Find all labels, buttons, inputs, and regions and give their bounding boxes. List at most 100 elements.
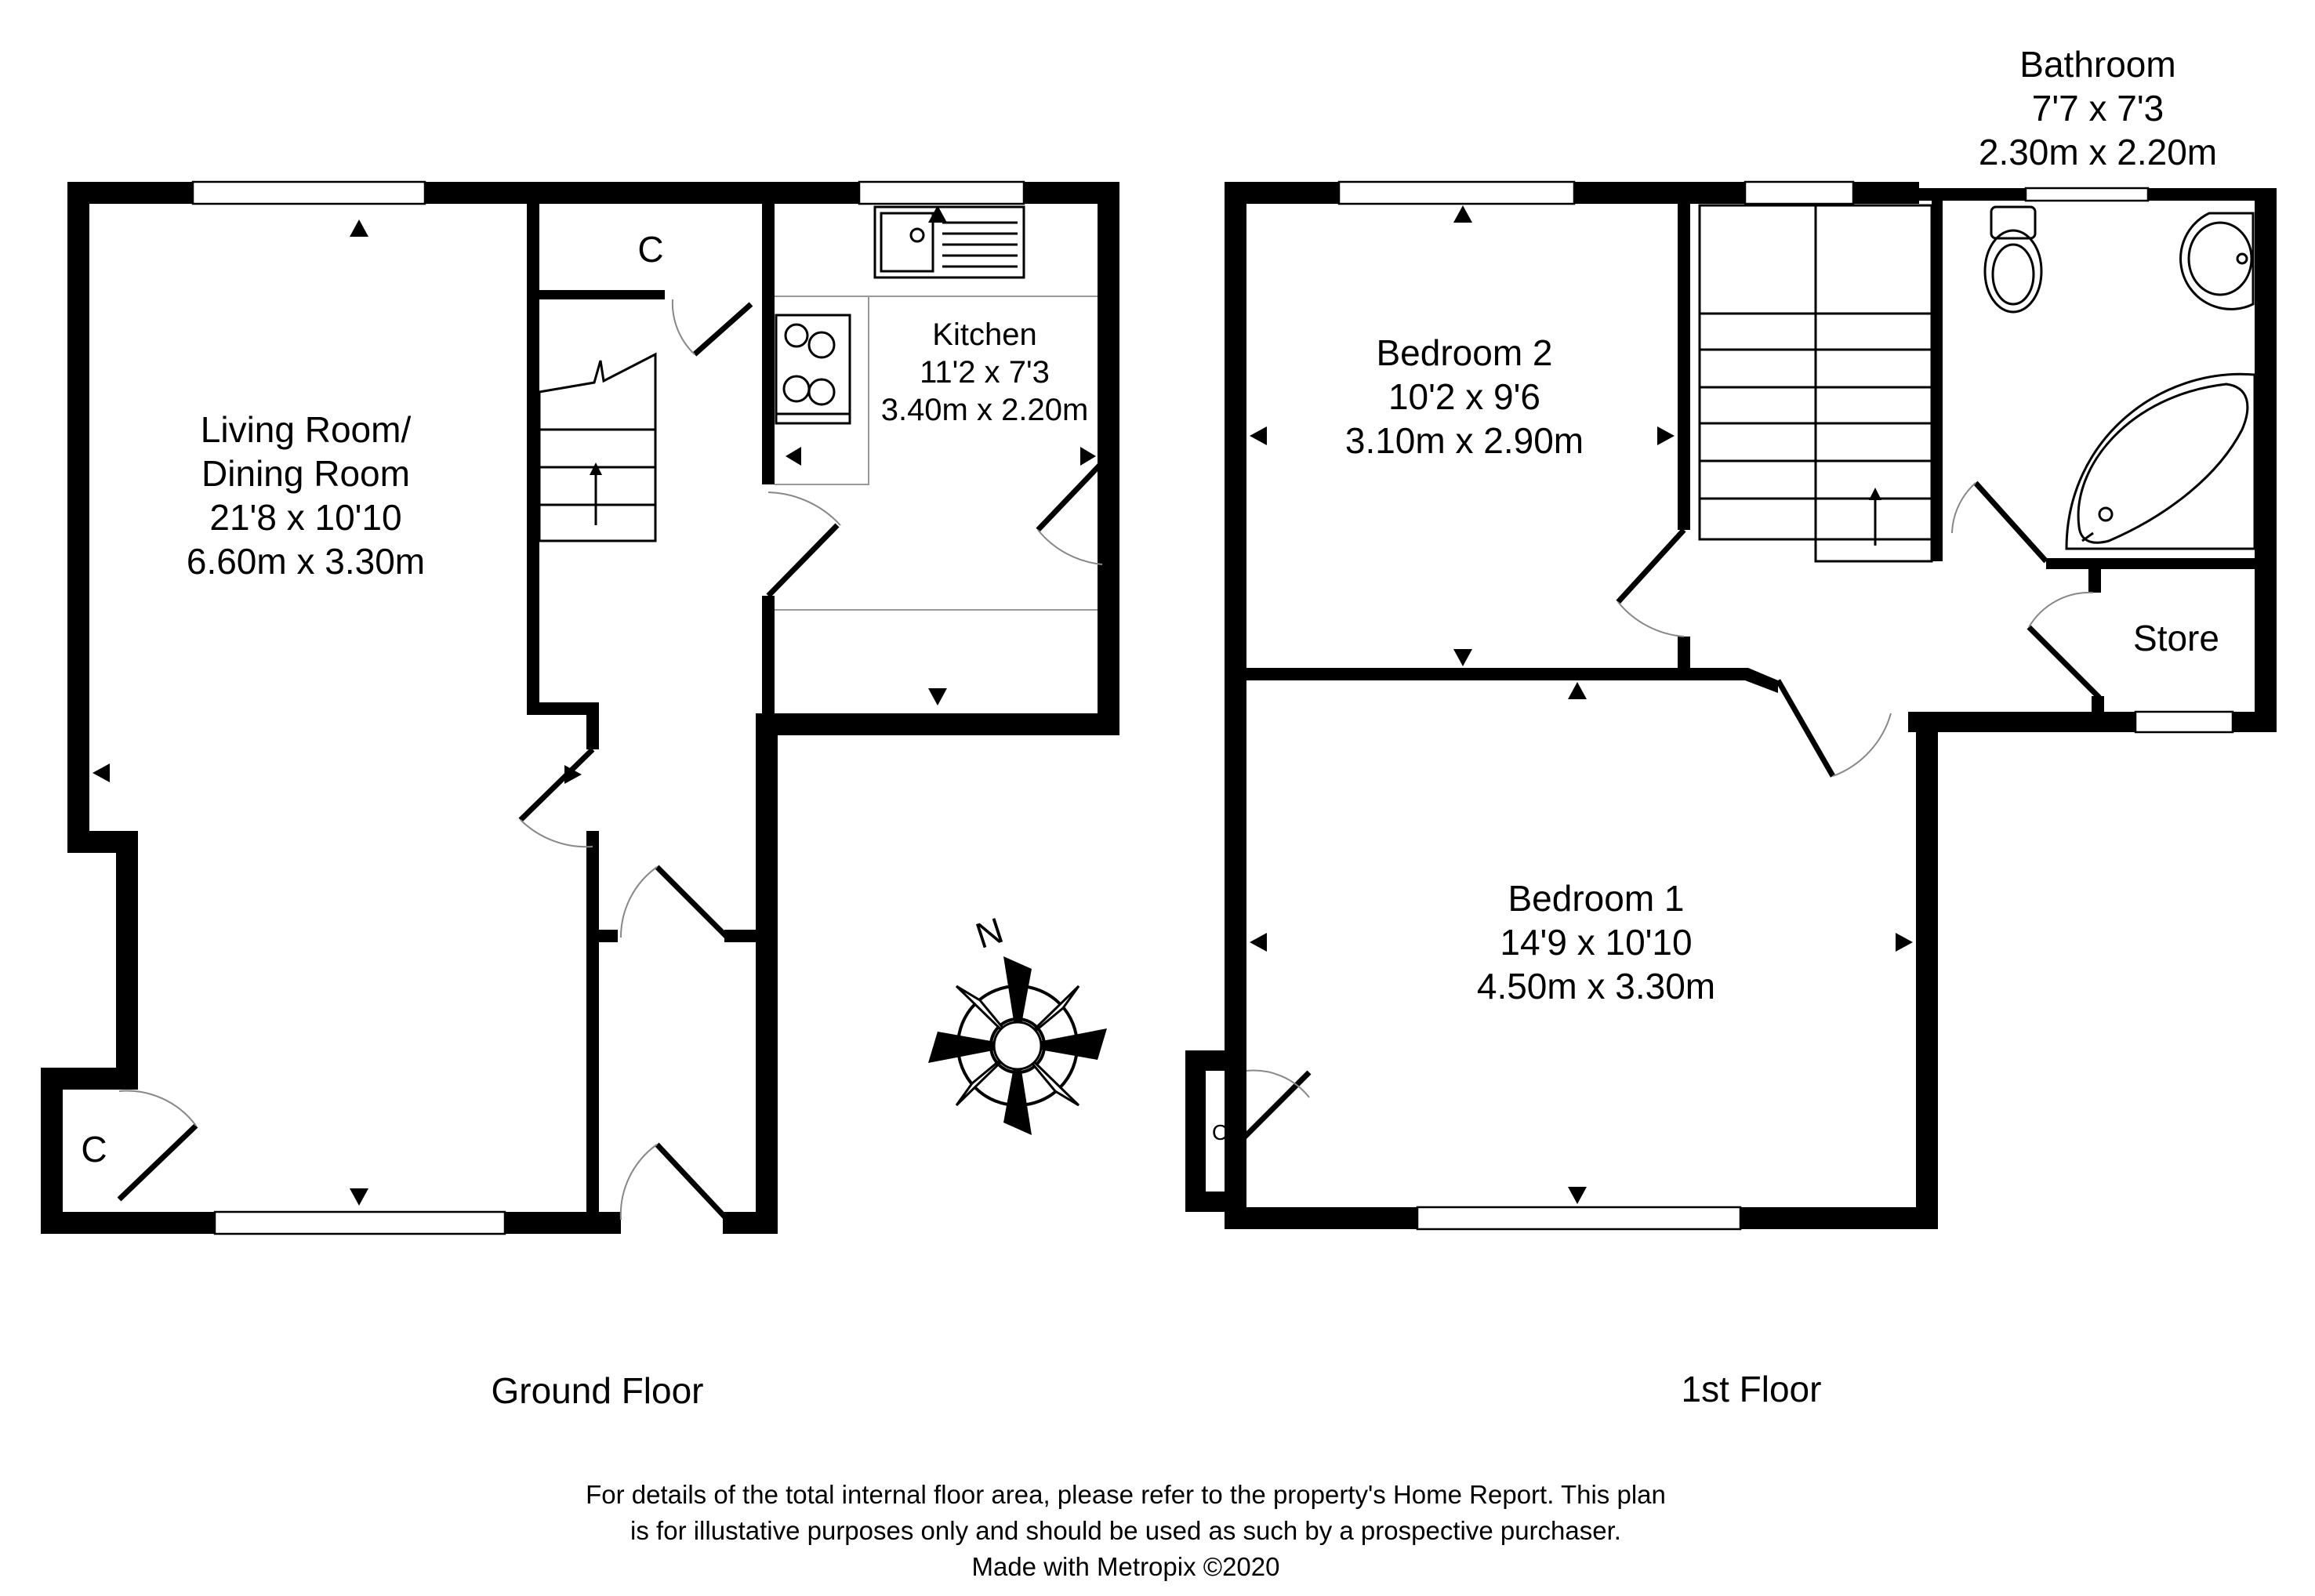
- staircase-icon: [538, 352, 657, 542]
- bedroom1-imperial: 14'9 x 10'10: [1500, 922, 1692, 963]
- wall: [41, 1068, 63, 1232]
- arrow-right-icon: [564, 765, 582, 784]
- arrow-right-icon: [1896, 933, 1913, 952]
- living-room-metric: 6.60m x 3.30m: [187, 541, 425, 582]
- bedroom1-name: Bedroom 1: [1508, 878, 1684, 919]
- footer-line-3: Made with Metropix ©2020: [971, 1552, 1279, 1581]
- first-floor-caption: 1st Floor: [1682, 1369, 1822, 1409]
- wall: [1678, 637, 1690, 676]
- wall: [1246, 668, 1748, 680]
- bedroom1-metric: 4.50m x 3.30m: [1477, 966, 1715, 1007]
- door-icon: [2027, 591, 2102, 700]
- arrow-down-icon: [928, 688, 947, 706]
- window: [191, 180, 426, 205]
- window: [1416, 1206, 1742, 1231]
- door-icon: [1036, 460, 1105, 565]
- compass-icon: N: [928, 909, 1107, 1135]
- bedroom2-imperial: 10'2 x 9'6: [1388, 376, 1540, 417]
- bathroom-imperial: 7'7 x 7'3: [2032, 88, 2164, 129]
- window: [858, 180, 1025, 205]
- sink-icon: [873, 205, 1025, 279]
- cupboard-label: C: [1212, 1120, 1228, 1144]
- basin-icon: [2179, 212, 2255, 310]
- arrow-down-icon: [1453, 649, 1472, 666]
- first-floor-plan: Bedroom 2 10'2 x 9'6 3.10m x 2.90m Bedro…: [1185, 44, 2277, 1409]
- wall: [1916, 712, 1938, 1226]
- window: [213, 1210, 506, 1235]
- wall: [586, 702, 599, 749]
- door-icon: [518, 747, 595, 848]
- kitchen-imperial: 11'2 x 7'3: [920, 355, 1050, 390]
- arrow-left-icon: [786, 447, 801, 466]
- living-room-imperial: 21'8 x 10'10: [209, 497, 401, 538]
- bedroom2-name: Bedroom 2: [1376, 332, 1552, 373]
- wall: [1745, 668, 1778, 693]
- living-room-name-2: Dining Room: [201, 453, 410, 494]
- window: [2134, 710, 2234, 734]
- wall: [1932, 201, 1943, 561]
- door-icon: [1236, 1069, 1312, 1145]
- wall: [2092, 696, 2104, 723]
- door-icon: [117, 1090, 198, 1202]
- worktop: [775, 296, 869, 485]
- wall: [762, 596, 775, 713]
- arrow-right-icon: [1657, 426, 1675, 445]
- cupboard-label: C: [637, 229, 663, 270]
- staircase-icon: [1698, 204, 1933, 563]
- door-icon: [1616, 528, 1686, 637]
- kitchen-metric: 3.40m x 2.20m: [881, 393, 1089, 427]
- wall: [756, 713, 778, 1234]
- bathroom-name: Bathroom: [2019, 44, 2175, 85]
- wall: [67, 182, 89, 847]
- wall: [539, 290, 665, 299]
- arrow-left-icon: [93, 764, 110, 782]
- ground-floor-plan: Living Room/ Dining Room 21'8 x 10'10 6.…: [41, 180, 1119, 1411]
- wall: [1098, 182, 1119, 735]
- arrow-up-icon: [1568, 682, 1587, 699]
- kitchen-name: Kitchen: [932, 317, 1036, 352]
- wall: [527, 202, 539, 712]
- store-label: Store: [2133, 618, 2219, 658]
- door-icon: [1951, 481, 2048, 564]
- footer-line-2: is for illustative purposes only and sho…: [630, 1516, 1621, 1545]
- wall: [1185, 1192, 1232, 1212]
- cupboard-label: C: [81, 1129, 107, 1170]
- window: [2024, 187, 2150, 202]
- living-room-name-1: Living Room/: [201, 409, 412, 450]
- door-icon: [671, 299, 753, 357]
- wall: [724, 930, 762, 942]
- arrow-right-icon: [1080, 447, 1096, 466]
- door-icon: [619, 1142, 730, 1222]
- door-icon: [1775, 679, 1892, 778]
- arrow-down-icon: [350, 1188, 368, 1206]
- door-icon: [619, 865, 730, 940]
- wall: [586, 930, 618, 942]
- footer-line-1: For details of the total internal floor …: [586, 1480, 1666, 1509]
- wall: [2255, 188, 2277, 732]
- arrow-up-icon: [928, 205, 947, 223]
- wall: [1225, 182, 1246, 1229]
- wall: [762, 202, 775, 484]
- arrow-up-icon: [1453, 205, 1472, 223]
- wall: [2088, 558, 2101, 593]
- arrow-down-icon: [1568, 1187, 1587, 1204]
- wall: [527, 702, 599, 715]
- window: [1337, 180, 1576, 205]
- arrow-left-icon: [1250, 426, 1267, 445]
- wall: [116, 831, 138, 1082]
- bath-icon: [2065, 372, 2256, 550]
- bedroom2-metric: 3.10m x 2.90m: [1345, 420, 1584, 461]
- footer-note: For details of the total internal floor …: [586, 1480, 1666, 1581]
- window: [1744, 180, 1855, 205]
- door-icon: [766, 491, 841, 598]
- wall: [2046, 558, 2266, 569]
- hob-icon: [775, 314, 851, 425]
- wall: [1185, 1050, 1206, 1212]
- arrow-left-icon: [1250, 933, 1267, 952]
- wall: [1678, 201, 1690, 530]
- compass-north-label: N: [971, 909, 1008, 956]
- ground-floor-caption: Ground Floor: [491, 1370, 703, 1411]
- toilet-icon: [1983, 205, 2043, 314]
- bathroom-metric: 2.30m x 2.20m: [1979, 132, 2217, 172]
